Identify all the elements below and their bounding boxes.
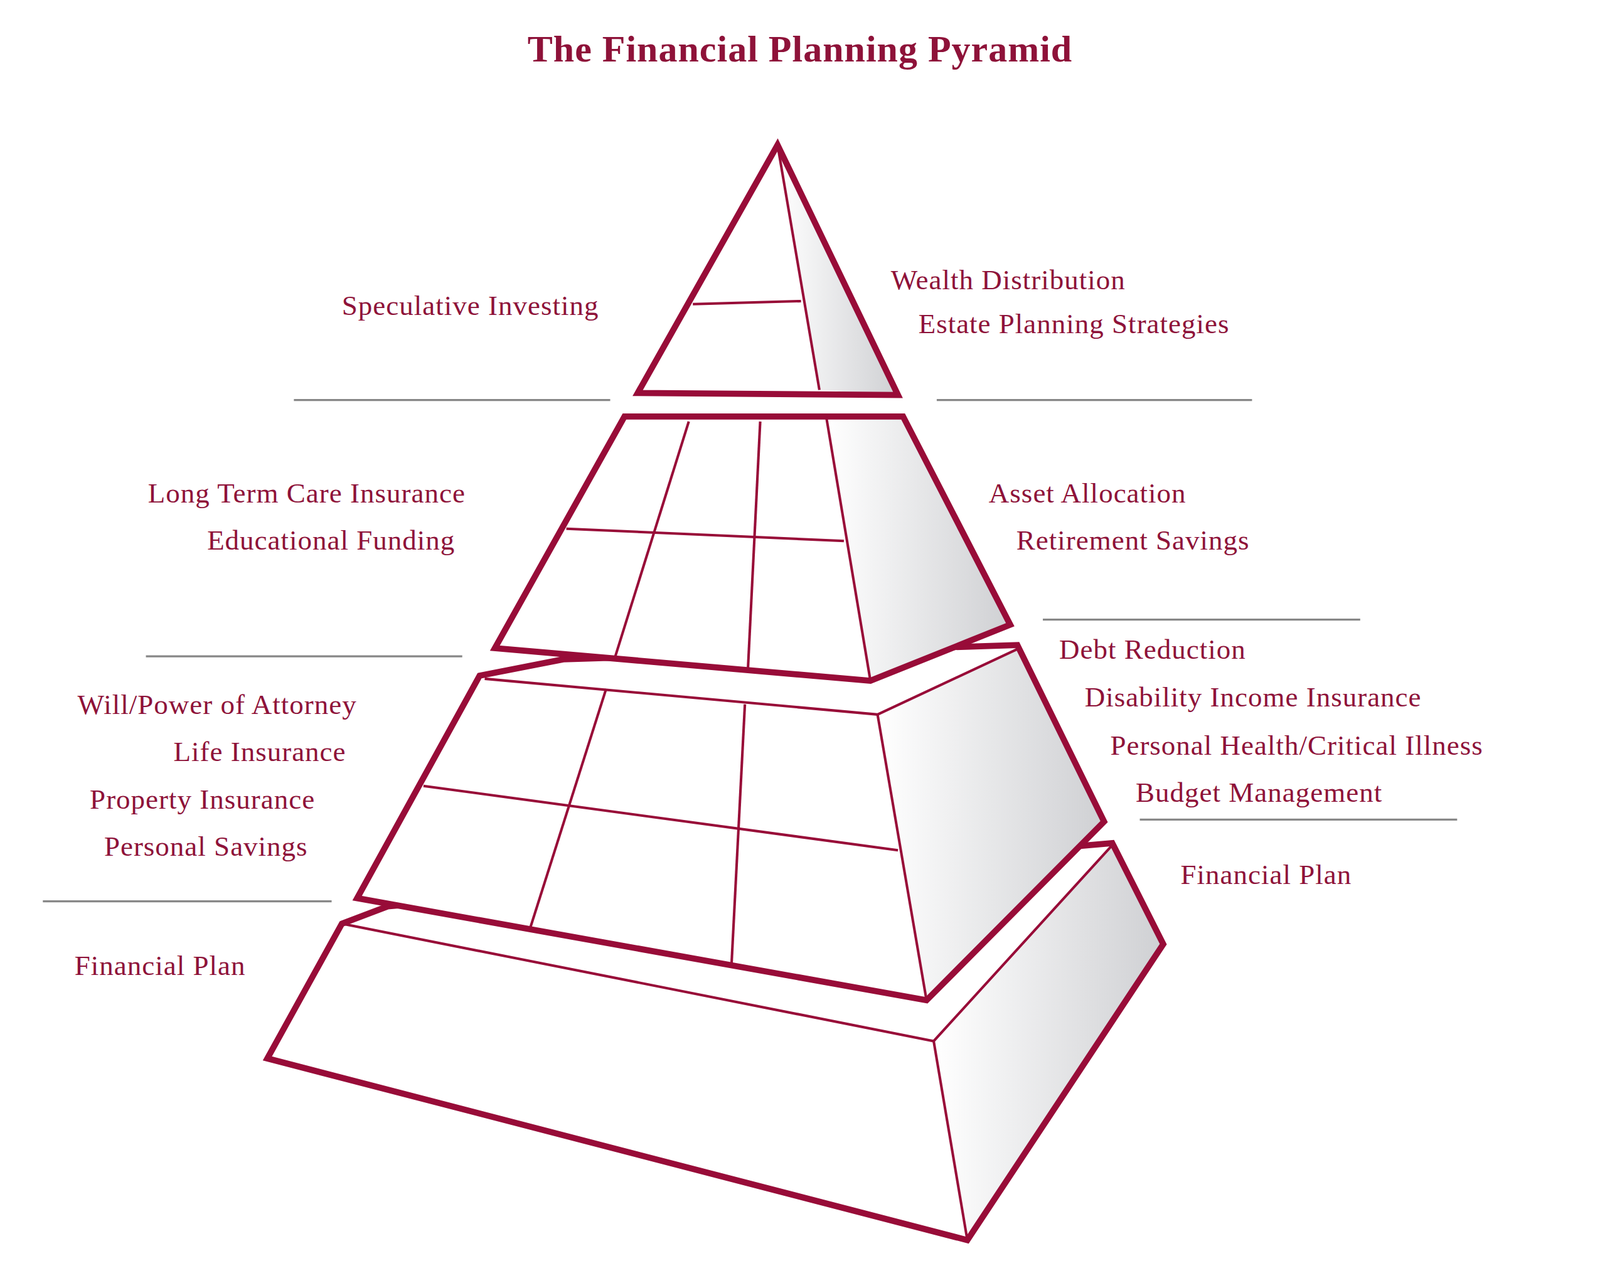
tier-label: Financial Plan	[74, 950, 246, 982]
tier-label: Estate Planning Strategies	[918, 308, 1230, 341]
tier-label: Debt Reduction	[1059, 634, 1247, 666]
tier-label: Speculative Investing	[341, 290, 600, 322]
tier-label: Asset Allocation	[988, 478, 1187, 510]
diagram-title: The Financial Planning Pyramid	[527, 27, 1073, 71]
tier-label: Budget Management	[1135, 777, 1383, 809]
tier-label: Property Insurance	[89, 784, 315, 816]
tier-label: Long Term Care Insurance	[148, 478, 466, 510]
tier-label: Personal Savings	[104, 831, 309, 863]
tier-label: Retirement Savings	[1016, 525, 1250, 557]
tier-label: Educational Funding	[207, 525, 455, 557]
tier-label: Life Insurance	[173, 736, 346, 768]
top-tier	[637, 144, 898, 396]
third-tier	[357, 645, 1104, 1001]
second-tier	[495, 416, 1011, 681]
tier-label: Personal Health/Critical Illness	[1109, 730, 1483, 762]
tier-label: Wealth Distribution	[890, 264, 1126, 297]
tier-label: Financial Plan	[1180, 860, 1353, 892]
tier-label: Will/Power of Attorney	[77, 689, 358, 721]
tier-label: Disability Income Insurance	[1084, 682, 1422, 715]
